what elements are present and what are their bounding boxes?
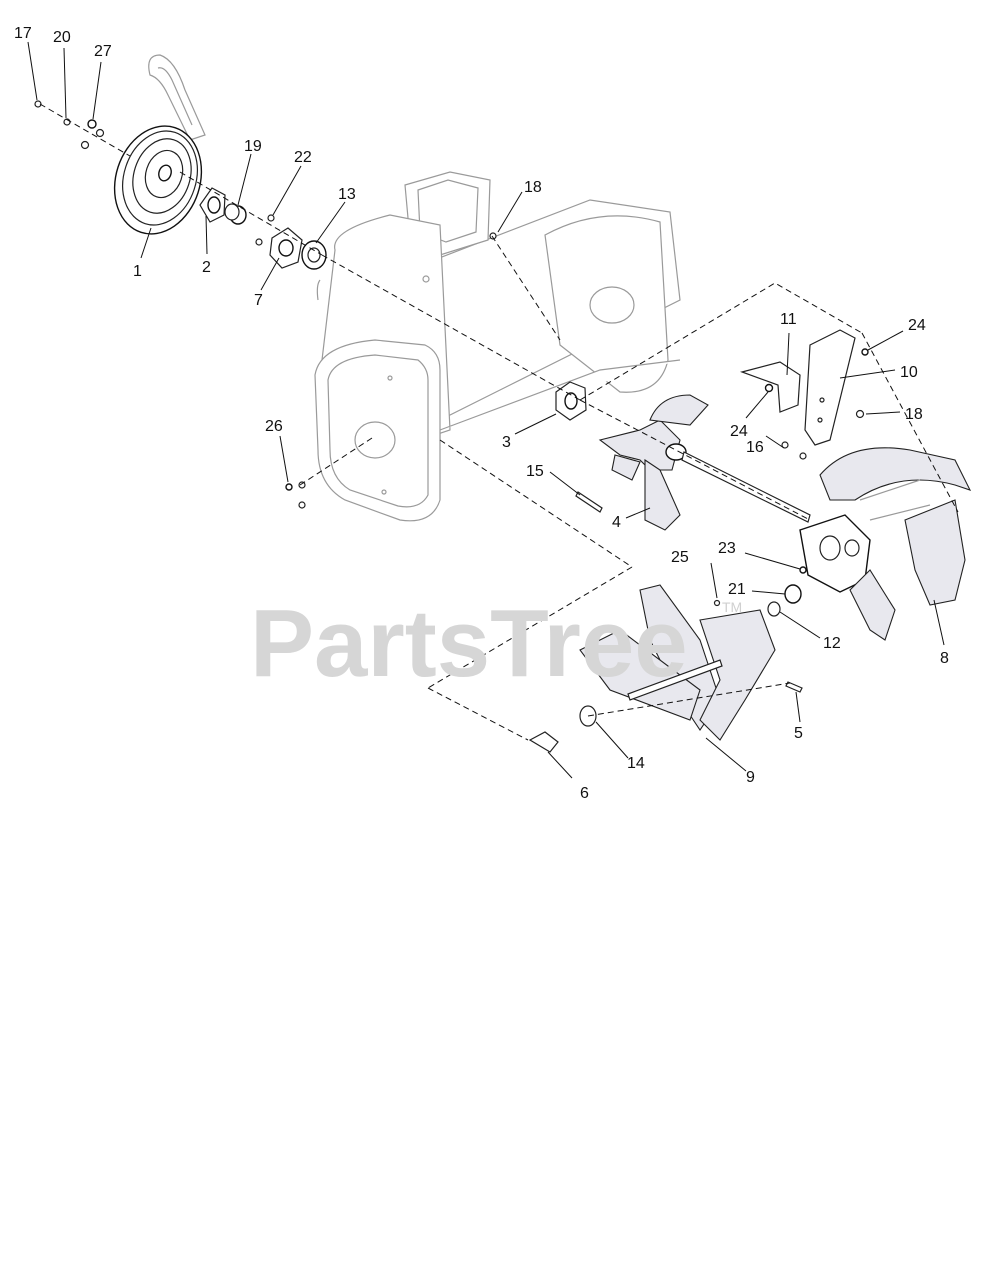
callout-27: 27	[94, 43, 112, 60]
callout-17: 17	[14, 25, 32, 42]
spacer-19	[224, 203, 247, 225]
bracket-11	[739, 361, 801, 413]
callout-10: 10	[900, 364, 918, 381]
callout-23: 23	[718, 540, 736, 557]
watermark: PartsTree TM	[250, 590, 742, 697]
bearing-housing-3	[555, 381, 587, 421]
callout-13: 13	[338, 186, 356, 203]
auger-pulley	[113, 125, 203, 235]
callout-11: 11	[780, 311, 797, 328]
callout-19: 19	[244, 138, 262, 155]
callout-5: 5	[794, 725, 803, 742]
callout-leaders	[27, 41, 945, 779]
callout-20: 20	[53, 29, 71, 46]
callout-12: 12	[823, 635, 841, 652]
callout-22: 22	[294, 149, 312, 166]
bearing-flange-2	[199, 187, 226, 223]
auger-9	[579, 584, 776, 741]
bearing-flange-7	[269, 227, 303, 269]
callout-25: 25	[671, 549, 689, 566]
callout-8: 8	[940, 650, 949, 667]
callout-24-left: 24	[730, 423, 748, 440]
bracket-10	[804, 329, 856, 446]
callout-21: 21	[728, 581, 746, 598]
auger-8	[819, 447, 972, 641]
pulley-hardware	[34, 100, 105, 150]
auger-housing	[314, 171, 681, 522]
callout-24-right: 24	[908, 317, 926, 334]
callout-18-right: 18	[905, 406, 923, 423]
drive-belt	[148, 54, 206, 141]
callout-1: 1	[133, 263, 142, 280]
callout-3: 3	[502, 434, 511, 451]
callout-18-top: 18	[524, 179, 542, 196]
callout-14: 14	[627, 755, 645, 772]
callout-15: 15	[526, 463, 544, 480]
watermark-trademark: TM	[722, 599, 742, 615]
callout-6: 6	[580, 785, 589, 802]
callout-2: 2	[202, 259, 211, 276]
callout-7: 7	[254, 292, 263, 309]
watermark-text: PartsTree	[250, 590, 688, 697]
assembly-lines	[39, 103, 959, 741]
nut-22	[255, 214, 275, 246]
callout-labels: 17 20 27 1 2 19 22 13 7 18 11 24 10 24 1…	[14, 25, 949, 802]
callout-4: 4	[612, 514, 621, 531]
callout-26: 26	[265, 418, 283, 435]
bearing-13	[301, 240, 327, 270]
callout-9: 9	[746, 769, 755, 786]
auger-shaft	[681, 451, 811, 523]
callout-16: 16	[746, 439, 764, 456]
pin-15	[575, 491, 603, 513]
gearbox	[799, 514, 871, 593]
